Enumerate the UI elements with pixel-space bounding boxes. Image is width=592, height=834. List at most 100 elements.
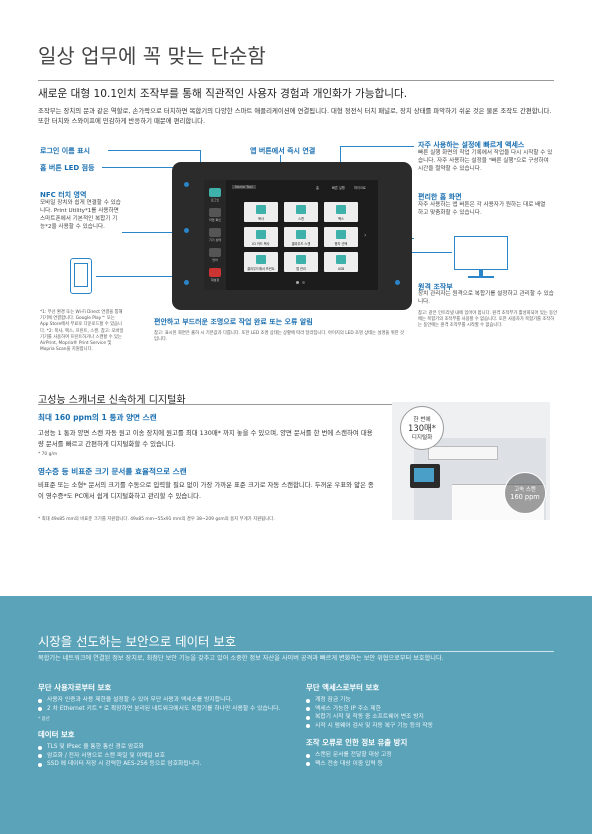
security-divider bbox=[38, 651, 554, 652]
leak-prevention-title: 조작 오류로 인한 정보 유출 방지 bbox=[306, 738, 408, 748]
intro-text: 조작부는 장치의 문과 같은 역할로, 손가락으로 터치하면 복합기의 다양한 … bbox=[38, 107, 552, 125]
list-item: 스캔된 문서를 전달할 대상 고정 bbox=[306, 751, 556, 760]
tile-app-mgmt[interactable]: 앱 관리 bbox=[284, 252, 318, 272]
top-quick[interactable]: 빠른 실행 bbox=[332, 186, 345, 190]
title-divider bbox=[38, 80, 554, 81]
fax-icon bbox=[336, 205, 346, 214]
document-feeder bbox=[428, 446, 498, 460]
callout-led-alert: 편안하고 부드러운 조명으로 작업 완료 또는 오류 알림 bbox=[154, 318, 313, 326]
usb-icon bbox=[336, 255, 346, 264]
option-note: * 옵션 bbox=[38, 717, 50, 723]
data-protect-title: 데이터 보호 bbox=[38, 730, 75, 740]
side-lang: 언어 bbox=[212, 258, 218, 262]
callout-nfc-title: NFC 터치 영역 bbox=[40, 191, 87, 199]
list-item: 복합기 시작 및 작동 중 소프트웨어 변조 방지 bbox=[306, 713, 556, 722]
tile-id-copy[interactable]: ID 카드 복사 bbox=[244, 227, 278, 247]
callout-led-note: 참고: 표시된 화면은 출하 시 기본값과 다릅니다. 또한 LED 조명 상태… bbox=[154, 331, 404, 343]
app-icon bbox=[296, 255, 306, 264]
tile-scan[interactable]: 스캔 bbox=[284, 202, 318, 222]
leader-monitor bbox=[412, 252, 452, 253]
list-item: 계정 잠금 기능 bbox=[306, 696, 556, 705]
callout-quick-title: 자주 사용하는 설정에 빠르게 액세스 bbox=[418, 141, 525, 149]
status-led-indicator bbox=[184, 280, 189, 285]
job-status-icon[interactable] bbox=[209, 208, 221, 217]
leader-home bbox=[102, 167, 182, 168]
scanner-divider bbox=[38, 404, 392, 405]
receipt-scan-note: * 최대 49x85 mm의 비표준 크기를 지원합니다. 49x85 mm~5… bbox=[38, 517, 275, 522]
chevron-right-icon[interactable]: › bbox=[364, 232, 367, 239]
page-dot-icon bbox=[296, 281, 299, 284]
home-led-indicator bbox=[184, 228, 189, 233]
bubble-130: 한 번에 130매* 디지털화 bbox=[400, 406, 444, 450]
leader-login bbox=[108, 150, 200, 151]
callout-home-body: 자주 사용하는 앱 버튼은 각 사용자가 원하는 대로 배열하고 맞춤화할 수 … bbox=[418, 202, 546, 216]
paper-icon bbox=[336, 230, 346, 239]
cloud-print-icon bbox=[256, 255, 266, 264]
security-section bbox=[0, 596, 592, 834]
tile-cloud-print[interactable]: 클라우드에서 프린트 bbox=[244, 252, 278, 272]
receipt-scan-body: 비표준 또는 소형* 문서의 크기를 수동으로 입력할 필요 없이 가장 가까운… bbox=[38, 481, 374, 500]
smartphone-icon bbox=[70, 258, 92, 294]
callout-login: 로그인 이름 표시 bbox=[40, 147, 90, 155]
callout-remote-title: 원격 조작부 bbox=[418, 283, 453, 291]
language-icon[interactable] bbox=[209, 248, 221, 257]
bubble-160ppm: 고속 스캔 160 ppm bbox=[504, 472, 546, 514]
scan-speed-body: 고성능 1 통과 양면 스캔 자동 원고 이송 장치에 원고를 최대 130매*… bbox=[38, 429, 373, 448]
leader-quick bbox=[340, 146, 414, 147]
screen-sidebar: 로그인 작업 확인 기기 상태 언어 재설정 bbox=[204, 180, 226, 290]
device-status-icon[interactable] bbox=[209, 228, 221, 237]
leader-phone bbox=[96, 276, 176, 277]
list-item: 시작 시 펌웨어 검사 및 자동 복구 기능 등의 작동 bbox=[306, 722, 556, 731]
id-card-icon bbox=[256, 230, 266, 239]
list-item: 2 차 Ethernet 키트 * 로 확장하면 분리된 네트워크에서도 복합기… bbox=[38, 705, 293, 714]
touch-screen[interactable]: 로그인 작업 확인 기기 상태 언어 재설정 Name Tool 홈 빠른 실행… bbox=[204, 180, 378, 290]
list-item: 사용자 인증과 사용 제한을 설정할 수 있어 무단 사용과 액세스를 방지합니… bbox=[38, 696, 293, 705]
callout-remote-body: 장치 관리자는 원격으로 복합기를 설정하고 관리할 수 있습니다. bbox=[418, 291, 554, 305]
monitor-base bbox=[468, 276, 494, 278]
tile-copy[interactable]: 복사 bbox=[244, 202, 278, 222]
scan-icon bbox=[296, 205, 306, 214]
list-item: 암호화 / 전자 서명으로 스캔 파일 및 이메일 보호 bbox=[38, 752, 293, 761]
monitor-stand bbox=[479, 270, 483, 276]
right-led-indicator bbox=[395, 280, 400, 285]
top-label: Name Tool bbox=[232, 185, 256, 189]
tile-usb[interactable]: USB bbox=[324, 252, 358, 272]
list-item: 액세스 가능한 IP 주소 제한 bbox=[306, 705, 556, 714]
reset-icon[interactable] bbox=[209, 268, 221, 277]
login-icon[interactable] bbox=[209, 188, 221, 197]
monitor-icon bbox=[454, 236, 508, 270]
list-item: 팩스 전송 대상 이중 입력 등 bbox=[306, 760, 556, 769]
page-dot-icon bbox=[302, 281, 305, 284]
copy-icon bbox=[256, 205, 266, 214]
page-title: 일상 업무에 꼭 맞는 단순함 bbox=[38, 44, 266, 68]
side-device: 기기 상태 bbox=[209, 238, 221, 242]
callout-app-connect: 앱 버튼에서 즉시 연결 bbox=[250, 147, 316, 155]
side-reset: 재설정 bbox=[210, 278, 220, 282]
callout-quick-body: 빠른 실행 화면의 작업 기록에서 작업을 다시 시작할 수 있습니다. 자주 … bbox=[418, 150, 553, 172]
scanner-title: 고성능 스캐너로 신속하게 디지털화 bbox=[38, 395, 186, 406]
scan-speed-title: 최대 160 ppm의 1 통과 양면 스캔 bbox=[38, 413, 157, 422]
printer-screen bbox=[414, 468, 434, 482]
unauth-access-title: 무단 액세스로부터 보호 bbox=[306, 683, 380, 692]
tile-paper[interactable]: 용지 선택 bbox=[324, 227, 358, 247]
leader-nfc bbox=[122, 232, 172, 233]
screen-topbar: Name Tool 홈 빠른 실행 마이크로 bbox=[230, 184, 374, 194]
security-intro: 복합기는 네트워크에 연결된 정보 장치로, 최첨단 보안 기능을 갖추고 있어… bbox=[38, 655, 444, 662]
callout-home-led: 홈 버튼 LED 점등 bbox=[40, 164, 95, 172]
tile-fax[interactable]: 팩스 bbox=[324, 202, 358, 222]
list-item: SSD 에 데이터 저장 시 강력한 AES-256 등으로 암호화됩니다. bbox=[38, 760, 293, 769]
callout-nfc-note: *1: 무선 환경 또는 Wi-Fi Direct 연결을 통해 기기에 연결합… bbox=[40, 310, 124, 353]
callout-home-title: 편리한 홈 화면 bbox=[418, 193, 462, 201]
control-panel-device: 로그인 작업 확인 기기 상태 언어 재설정 Name Tool 홈 빠른 실행… bbox=[172, 162, 412, 310]
nfc-indicator bbox=[184, 182, 189, 187]
callout-nfc-body: 모바일 장치와 쉽게 연결할 수 있습니다. Print Utility*1를 … bbox=[40, 200, 121, 230]
scan-speed-note: * 70 g/m bbox=[38, 452, 58, 457]
tile-cloud-scan[interactable]: 클라우드 스캔 bbox=[284, 227, 318, 247]
side-login: 로그인 bbox=[210, 198, 220, 202]
top-micro[interactable]: 마이크로 bbox=[354, 186, 366, 190]
callout-remote-note: 참고: 같은 인트라넷 내에 있어야 합니다. 원격 조작부가 활성화되어 있는… bbox=[418, 311, 558, 329]
headline: 새로운 대형 10.1인치 조작부를 통해 직관적인 사용자 경험과 개인화가 … bbox=[38, 88, 408, 100]
cloud-scan-icon bbox=[296, 230, 306, 239]
top-home[interactable]: 홈 bbox=[316, 186, 319, 190]
receipt-scan-title: 영수증 등 비표준 크기 문서를 효율적으로 스캔 bbox=[38, 467, 187, 476]
